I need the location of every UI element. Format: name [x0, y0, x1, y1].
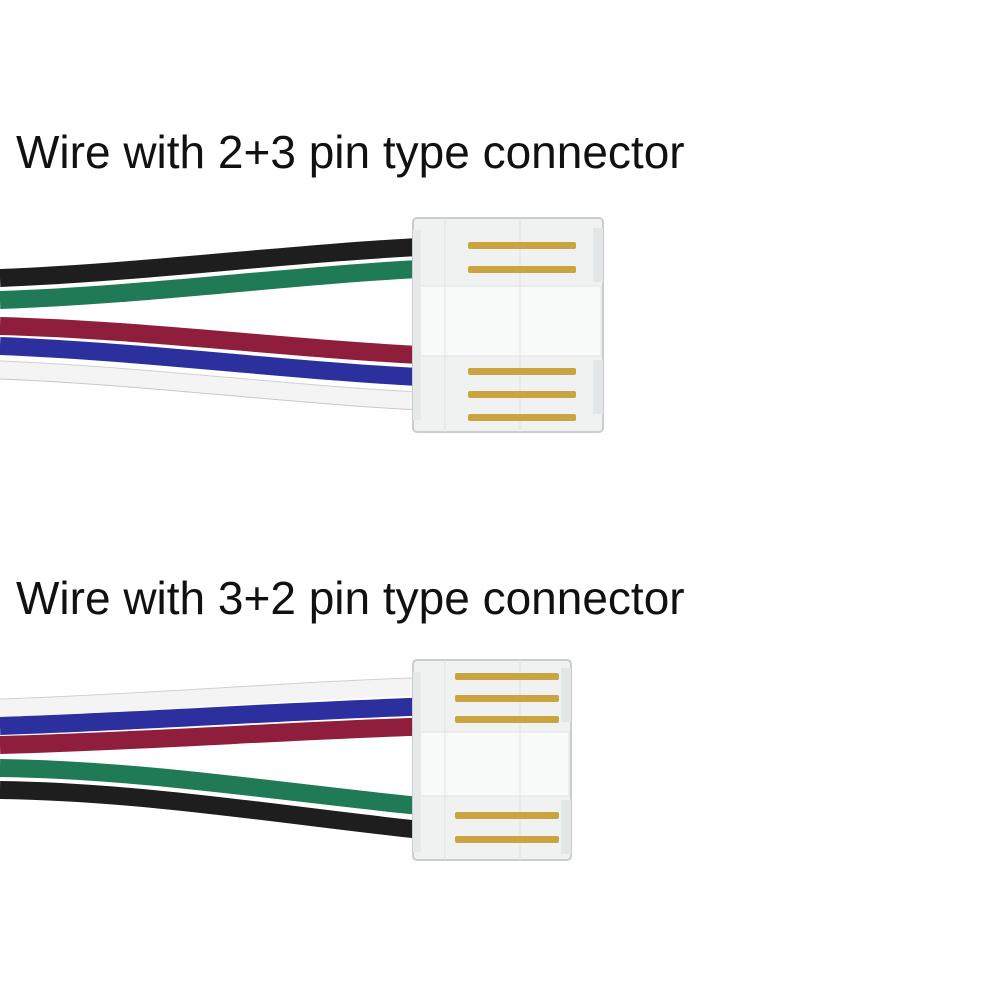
white-wire: [0, 361, 441, 411]
green-wire: [0, 259, 441, 309]
red-wire: [0, 717, 441, 754]
red-wire: [0, 317, 441, 365]
black-wire: [0, 781, 441, 841]
connector-body: [412, 217, 604, 433]
wire-3-2-illustration: [0, 659, 572, 861]
wire-assembly-3-2-pin: [0, 640, 1000, 870]
pin-group-3: [468, 368, 576, 421]
wire-assembly-2-3-pin: [0, 200, 1000, 450]
black-wire: [0, 237, 441, 287]
blue-wire: [0, 337, 441, 387]
wire-2-3-illustration: [0, 217, 604, 433]
pin-group-3: [455, 673, 559, 723]
caption-3-2-pin: Wire with 3+2 pin type connector: [16, 572, 685, 624]
connector-body: [412, 659, 572, 861]
pin-group-2: [468, 242, 576, 273]
pin-group-2: [455, 812, 559, 843]
white-wire: [0, 677, 441, 717]
wire-bundle: [0, 237, 441, 412]
blue-wire: [0, 697, 441, 735]
caption-2-3-pin: Wire with 2+3 pin type connector: [16, 126, 685, 178]
wire-bundle: [0, 676, 441, 841]
green-wire: [0, 759, 441, 817]
